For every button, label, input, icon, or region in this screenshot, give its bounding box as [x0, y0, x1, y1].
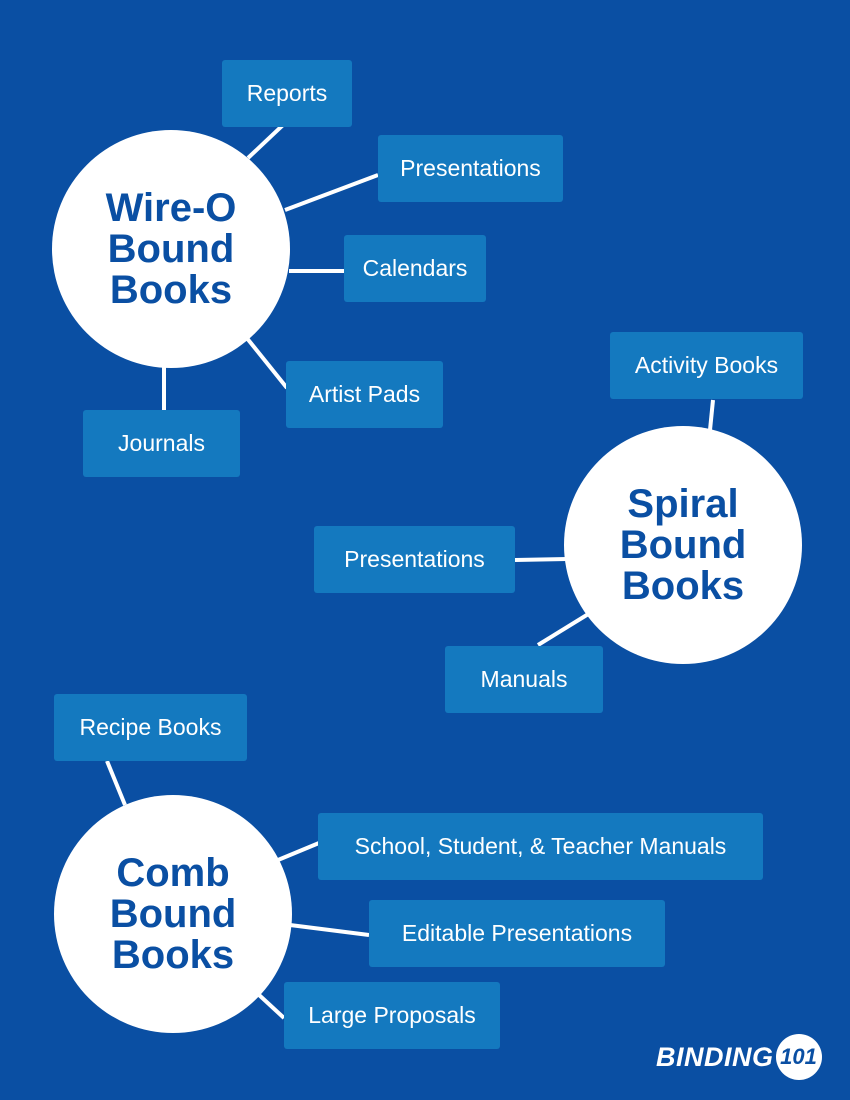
item-artist-pads: Artist Pads — [286, 361, 443, 428]
item-journals: Journals — [83, 410, 240, 477]
hub-title-line: Books — [109, 267, 233, 312]
hub-wireo-bound-books: Wire-O Bound Books — [52, 130, 290, 368]
hub-spiral-bound-books: Spiral Bound Books — [564, 426, 802, 664]
item-presentations: Presentations — [378, 135, 563, 202]
connector-comb-proposals — [256, 992, 286, 1020]
item-activity-books: Activity Books — [610, 332, 803, 399]
connector-wireo-artist-pads — [244, 335, 289, 390]
hub-title-line: Bound — [619, 522, 747, 567]
hub-title-line: Bound — [109, 891, 237, 936]
hub-title-line: Spiral — [627, 481, 739, 526]
connector-comb-editable — [289, 923, 370, 937]
hub-title-line: Books — [621, 563, 745, 608]
hub-title-line: Books — [111, 932, 235, 977]
connector-comb-recipe — [105, 760, 127, 806]
item-manuals: Manuals — [445, 646, 603, 713]
hub-title-line: Wire-O — [105, 185, 237, 230]
item-presentations: Presentations — [314, 526, 515, 593]
connector-wireo-presentations — [284, 173, 379, 212]
item-reports: Reports — [222, 60, 352, 127]
item-editable-presentations: Editable Presentations — [369, 900, 665, 967]
item-recipe-books: Recipe Books — [54, 694, 247, 761]
logo-word: BINDING — [656, 1041, 774, 1072]
hub-title-line: Comb — [116, 850, 230, 895]
logo-badge: 101 — [775, 1034, 822, 1080]
binding-101-logo: BINDING 101 — [656, 1034, 822, 1080]
connector-spiral-presentations — [514, 557, 568, 562]
connector-wireo-reports — [246, 123, 285, 160]
item-school-student-teacher-manuals: School, Student, & Teacher Manuals — [318, 813, 763, 880]
connector-comb-manuals — [277, 841, 320, 862]
item-calendars: Calendars — [344, 235, 486, 302]
hub-comb-bound-books: Comb Bound Books — [54, 795, 292, 1033]
hub-title-line: Bound — [107, 226, 235, 271]
connector-spiral-manuals — [536, 611, 592, 647]
connector-spiral-activity — [708, 399, 715, 431]
item-large-proposals: Large Proposals — [284, 982, 500, 1049]
